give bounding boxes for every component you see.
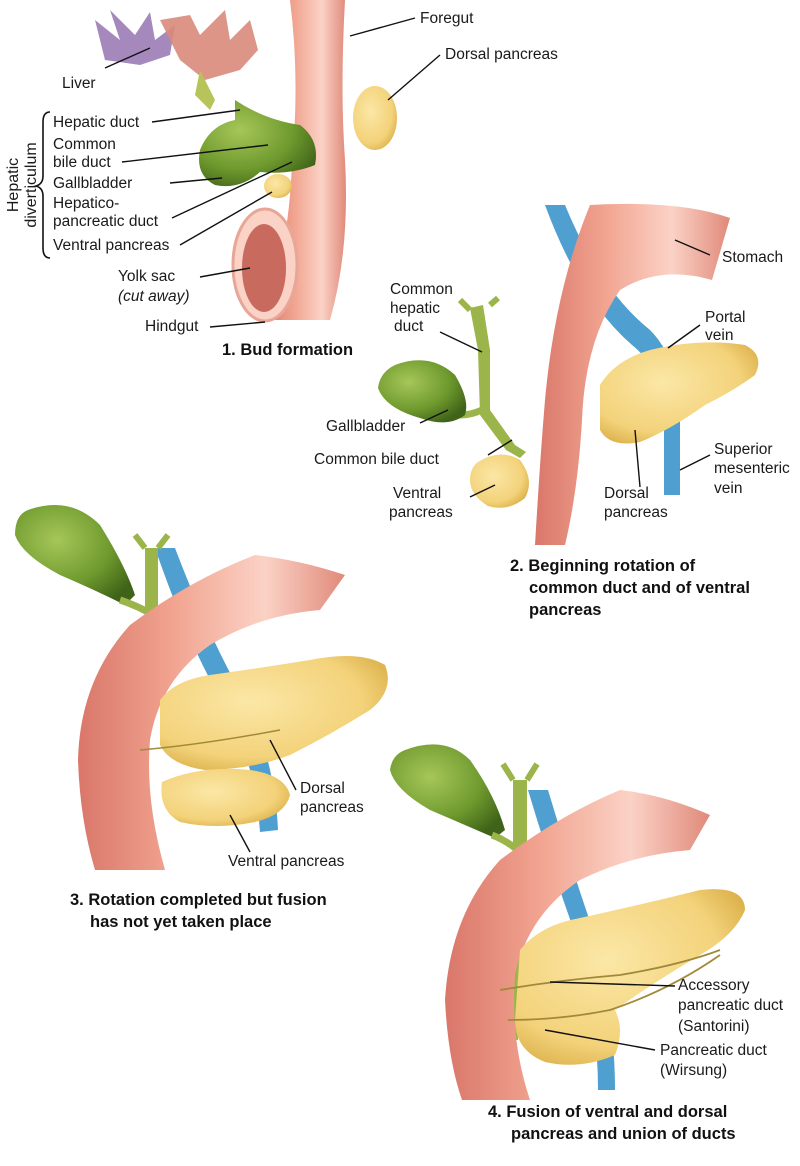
- liver-shape: [95, 10, 258, 110]
- caption-panel-4-a: 4. Fusion of ventral and dorsal: [488, 1103, 727, 1121]
- label-hepatico-pancreatic-a: Hepatico-: [53, 195, 119, 212]
- dorsal-pancreas-3: [160, 656, 388, 770]
- caption-panel-3-a: 3. Rotation completed but fusion: [70, 891, 327, 909]
- gallbladder-2: [378, 360, 467, 423]
- label-common-hepatic-duct-b: hepatic: [390, 300, 440, 317]
- label-yolk-sac: Yolk sac: [118, 268, 175, 285]
- label-sup-mesenteric-vein-c: vein: [714, 480, 742, 497]
- label-dorsal-pancreas-3b: pancreas: [300, 799, 364, 816]
- label-sup-mesenteric-vein-b: mesenteric: [714, 460, 790, 477]
- label-common-bile-duct-2: Common bile duct: [314, 451, 440, 468]
- accessory-duct-line: [499, 949, 721, 991]
- label-accessory-duct-a: Accessory: [678, 977, 750, 994]
- label-dorsal-pancreas-1: Dorsal pancreas: [445, 46, 558, 63]
- dorsal-pancreas-2: [600, 342, 759, 444]
- label-hindgut: Hindgut: [145, 318, 199, 335]
- label-yolk-sac-cut-away: (cut away): [118, 288, 190, 305]
- label-accessory-duct-c: (Santorini): [678, 1018, 750, 1035]
- label-foregut: Foregut: [420, 10, 474, 27]
- duodenum-4: [445, 790, 710, 1100]
- label-pancreatic-duct-b: (Wirsung): [660, 1062, 727, 1079]
- label-portal-vein-a: Portal: [705, 309, 746, 326]
- label-dorsal-pancreas-2b: pancreas: [604, 504, 668, 521]
- panel-1-bud-formation: Foregut Dorsal pancreas Liver Hepatic du…: [5, 0, 558, 359]
- hepatic-diverticulum-bracket: [33, 111, 51, 259]
- label-dorsal-pancreas-2a: Dorsal: [604, 485, 649, 502]
- label-common-hepatic-duct-c: duct: [394, 318, 424, 335]
- label-common-hepatic-duct-a: Common: [390, 281, 453, 298]
- panel-3-rotation-completed: Dorsal pancreas Ventral pancreas 3. Rota…: [15, 505, 388, 931]
- label-pancreatic-duct-a: Pancreatic duct: [660, 1042, 768, 1059]
- ventral-pancreas-3: [161, 768, 290, 826]
- caption-panel-2-b: common duct and of ventral: [529, 579, 750, 597]
- label-hepatic-duct: Hepatic duct: [53, 114, 140, 131]
- label-ventral-pancreas-3: Ventral pancreas: [228, 853, 345, 870]
- panel-4-fusion: Accessory pancreatic duct (Santorini) Pa…: [390, 744, 784, 1143]
- ventral-pancreas-2: [470, 454, 529, 508]
- duodenum-3: [78, 555, 345, 870]
- gallbladder-3: [15, 505, 135, 605]
- common-hepatic-duct: [470, 305, 526, 458]
- caption-panel-3-b: has not yet taken place: [90, 913, 272, 931]
- label-common-bile-duct-b: bile duct: [53, 154, 111, 171]
- panel-2-beginning-rotation: Stomach Common hepatic duct Portal vein …: [314, 203, 790, 619]
- label-ventral-pancreas-2a: Ventral: [393, 485, 441, 502]
- gallbladder-4: [390, 744, 505, 838]
- main-duct-line: [507, 954, 721, 1021]
- label-ventral-pancreas-1: Ventral pancreas: [53, 237, 170, 254]
- label-accessory-duct-b: pancreatic duct: [678, 997, 784, 1014]
- label-gallbladder-2: Gallbladder: [326, 418, 405, 435]
- caption-panel-4-b: pancreas and union of ducts: [511, 1125, 736, 1143]
- label-stomach: Stomach: [722, 249, 783, 266]
- caption-panel-1: 1. Bud formation: [222, 341, 353, 359]
- label-hepatico-pancreatic-b: pancreatic duct: [53, 213, 159, 230]
- label-dorsal-pancreas-3a: Dorsal: [300, 780, 345, 797]
- label-common-bile-duct-a: Common: [53, 136, 116, 153]
- label-hepatic-diverticulum-a: Hepatic: [5, 158, 22, 212]
- label-ventral-pancreas-2b: pancreas: [389, 504, 453, 521]
- caption-panel-2-c: pancreas: [529, 601, 601, 619]
- dorsal-pancreas-bud: [353, 86, 397, 150]
- label-liver: Liver: [62, 75, 96, 92]
- label-hepatic-diverticulum-b: diverticulum: [23, 142, 40, 227]
- label-gallbladder-1: Gallbladder: [53, 175, 132, 192]
- fused-pancreas-4: [515, 889, 745, 1065]
- stomach-tube: [535, 203, 730, 546]
- label-sup-mesenteric-vein-a: Superior: [714, 441, 773, 458]
- caption-panel-2-a: 2. Beginning rotation of: [510, 557, 696, 575]
- label-portal-vein-b: vein: [705, 327, 733, 344]
